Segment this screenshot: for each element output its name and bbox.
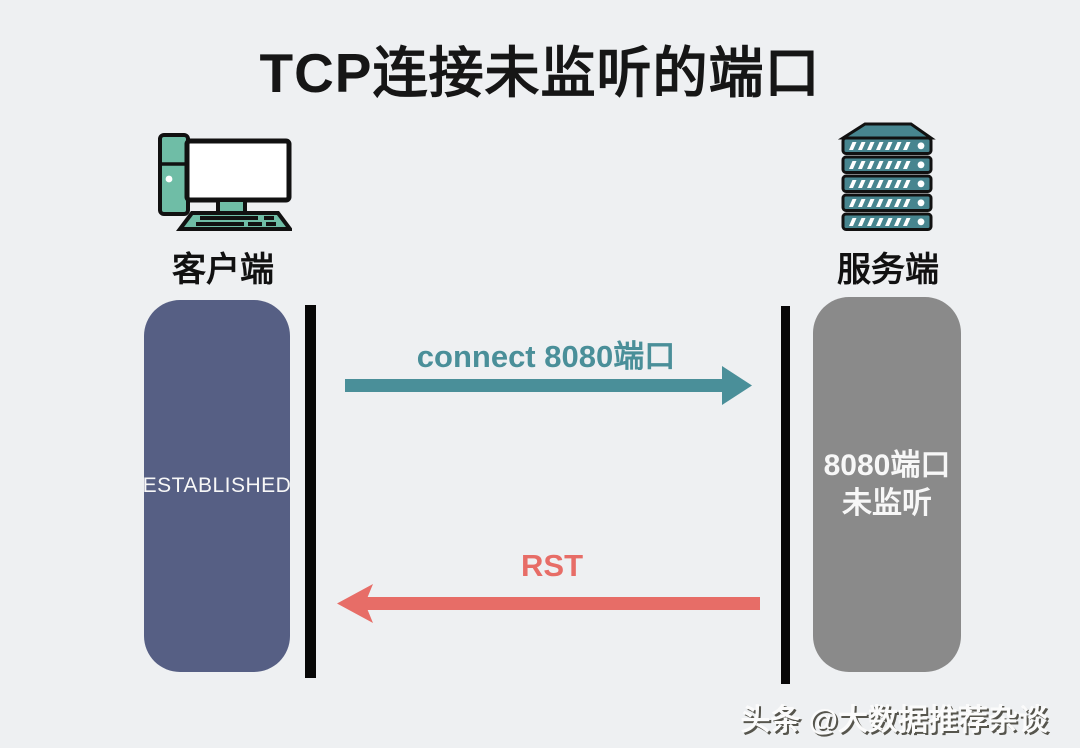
- server-label: 服务端: [837, 251, 939, 289]
- rst-arrow-left-icon: [337, 582, 760, 629]
- connect-message-label: connect 8080端口: [416, 339, 676, 374]
- client-lifeline: [305, 305, 316, 678]
- client-state-box: ESTABLISHED: [142, 300, 292, 672]
- diagram-title: TCP连接未监听的端口: [259, 42, 821, 104]
- client-label: 客户端: [172, 251, 274, 289]
- server-state-line1: 8080端口: [823, 449, 951, 482]
- server-rack-icon: [837, 121, 939, 234]
- client-state-text: ESTABLISHED: [142, 474, 292, 497]
- server-state-text: 8080端口 未监听: [824, 447, 951, 522]
- connect-arrow-right-icon: [345, 364, 752, 411]
- desktop-computer-icon: [154, 122, 294, 234]
- server-lifeline: [781, 306, 790, 684]
- server-state-box: 8080端口 未监听: [813, 297, 961, 672]
- rst-message-label: RST: [521, 548, 583, 583]
- watermark-text: 头条 @大数据推荐杂谈: [740, 704, 1048, 737]
- server-state-line2: 未监听: [842, 486, 932, 520]
